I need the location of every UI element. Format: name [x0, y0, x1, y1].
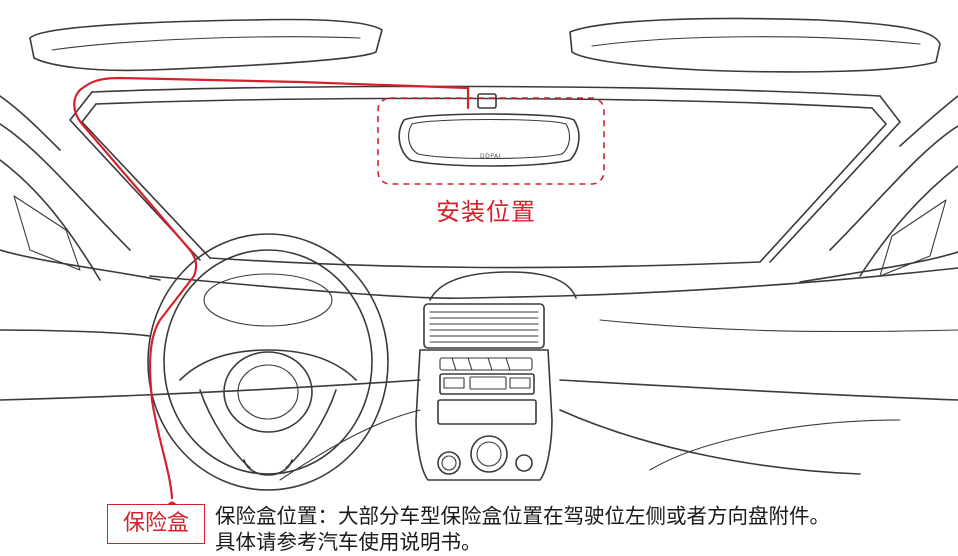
left-pillar [0, 95, 161, 337]
note-line-2: 具体请参考汽车使用说明书。 [215, 530, 482, 554]
center-console [415, 303, 553, 481]
note-line-1: 保险盒位置：大部分车型保险盒位置在驾驶位左侧或者方向盘附件。 [215, 504, 830, 528]
rearview-mirror: DDPAI [398, 93, 580, 167]
fuse-box-label: 保险盒 [107, 504, 205, 544]
sun-visors [29, 17, 941, 73]
steering-wheel [147, 233, 389, 491]
windshield-frame [69, 85, 901, 269]
install-position-label: 安装位置 [436, 198, 536, 226]
power-cable [73, 76, 470, 500]
install-area-outline [377, 97, 605, 185]
fuse-box-note: 保险盒位置：大部分车型保险盒位置在驾驶位左侧或者方向盘附件。 具体请参考汽车使用… [215, 503, 955, 555]
right-pillar [799, 95, 958, 283]
mirror-brand: DDPAI [480, 153, 501, 160]
